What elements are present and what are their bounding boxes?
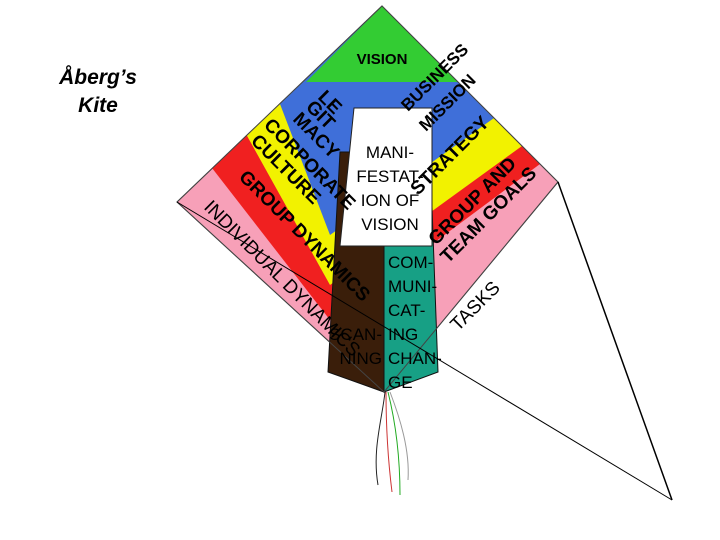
kite-tail-red — [385, 391, 393, 493]
communicating-line-4: ING — [388, 325, 418, 344]
kite-tail-green — [387, 391, 401, 496]
layer-vision — [306, 6, 458, 82]
title-line-2: Kite — [78, 94, 118, 117]
manifestation-line-3: ION OF — [361, 191, 420, 210]
manifestation-line-2: FESTAT- — [356, 167, 423, 186]
scanning-line-2: NING — [340, 349, 383, 368]
kite-title: Åberg’s Kite — [38, 64, 158, 120]
title-line-1: Åberg’s — [59, 66, 137, 89]
communicating-line-6: GE — [388, 373, 413, 392]
kite-string — [557, 181, 673, 501]
kite-tail-gray — [389, 391, 409, 481]
manifestation-line-1: MANI- — [366, 143, 414, 162]
manifestation-line-4: VISION — [361, 215, 419, 234]
scanning-line-1: SCAN- — [329, 325, 382, 344]
communicating-line-5: CHAN- — [388, 349, 442, 368]
communicating-line-3: CAT- — [388, 301, 425, 320]
kite-string-left — [176, 201, 673, 501]
label-vision: VISION — [357, 51, 408, 68]
core-manifestation — [339, 107, 433, 247]
kite-tail-black — [375, 391, 386, 486]
communicating-line-2: MUNI- — [388, 277, 437, 296]
communicating-line-1: COM- — [388, 253, 433, 272]
